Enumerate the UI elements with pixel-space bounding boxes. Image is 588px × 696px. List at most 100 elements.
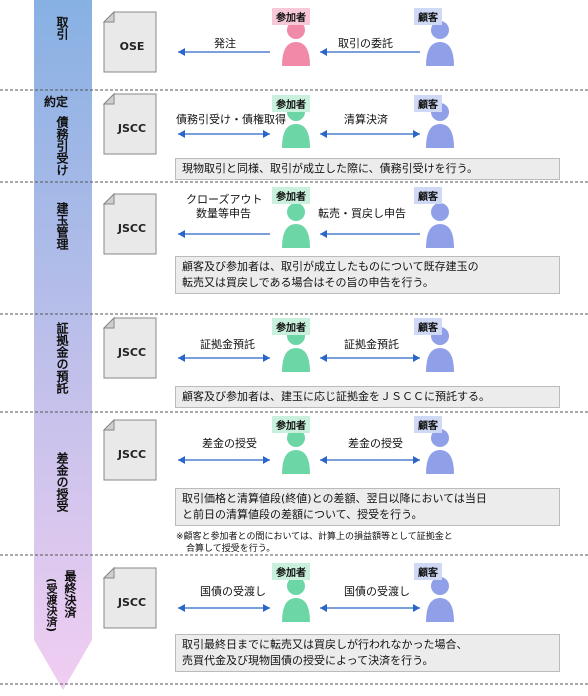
side-label-final: 最終決済 bbox=[63, 570, 77, 618]
customer-icon-head bbox=[431, 429, 449, 447]
note-line: 転売又は買戻しである場合はその旨の申告を行う。 bbox=[182, 276, 434, 289]
flow-arrow-left-head bbox=[178, 604, 185, 612]
side-label-variation: 差金の授受 bbox=[55, 452, 69, 512]
arrow-label: 国債の受渡し bbox=[200, 585, 266, 598]
arrow-label: 債務引受け・債権取得 bbox=[176, 113, 286, 126]
participant-icon-body bbox=[282, 348, 310, 372]
customer-icon-body bbox=[426, 224, 454, 248]
customer-tag: 顧客 bbox=[414, 416, 442, 433]
customer-icon-head bbox=[431, 21, 449, 39]
customer-icon-body bbox=[426, 42, 454, 66]
participant-icon-body bbox=[282, 224, 310, 248]
flow-arrow-left-head bbox=[178, 230, 185, 238]
customer-icon-body bbox=[426, 598, 454, 622]
participant-icon-head bbox=[287, 203, 305, 221]
document-fold bbox=[102, 92, 115, 105]
flow-arrow-left-head bbox=[263, 604, 270, 612]
footnote-line: ※顧客と参加者との間においては、計算上の損益額等として証拠金と bbox=[176, 532, 453, 542]
flow-arrow-left-head bbox=[263, 130, 270, 138]
flow-arrow-left-head bbox=[178, 48, 185, 56]
flow-arrow-left-head bbox=[263, 354, 270, 362]
customer-tag: 顧客 bbox=[414, 187, 442, 204]
arrow-label: 証拠金預託 bbox=[200, 338, 255, 351]
document-fold bbox=[102, 418, 115, 431]
footnote-line: 合算して授受を行う。 bbox=[186, 544, 276, 554]
customer-tag: 顧客 bbox=[414, 563, 442, 580]
note-line: 売買代金及び現物国債の授受によって決済を行う。 bbox=[182, 654, 434, 667]
arrow-label: 国債の受渡し bbox=[344, 585, 410, 598]
customer-icon-body bbox=[426, 124, 454, 148]
participant-icon-body bbox=[282, 598, 310, 622]
arrow-label: 差金の授受 bbox=[348, 437, 403, 450]
arrow-label: 証拠金預託 bbox=[344, 338, 399, 351]
participant-tag: 参加者 bbox=[272, 318, 310, 335]
note-box: 顧客及び参加者は、取引が成立したものについて既存建玉の 転売又は買戻しである場合… bbox=[175, 256, 560, 294]
flow-arrow-left-head bbox=[178, 130, 185, 138]
arrow-label: 清算決済 bbox=[344, 113, 388, 126]
side-label-contract: 約定 bbox=[44, 95, 69, 109]
participant-icon-head bbox=[287, 21, 305, 39]
side-label-trade: 取引 bbox=[55, 16, 69, 40]
customer-icon-head bbox=[431, 203, 449, 221]
customer-tag: 顧客 bbox=[414, 95, 442, 112]
flow-arrow-right-head bbox=[320, 130, 327, 138]
document-label: OSE bbox=[120, 40, 145, 53]
participant-tag: 参加者 bbox=[272, 187, 310, 204]
document-fold bbox=[102, 566, 115, 579]
participant-tag: 参加者 bbox=[272, 563, 310, 580]
note-line: と前日の清算値段の差額について、授受を行う。 bbox=[182, 508, 423, 521]
flow-arrow-right-head bbox=[413, 130, 420, 138]
arrow-label: クローズアウト bbox=[186, 193, 263, 206]
participant-tag: 参加者 bbox=[272, 8, 310, 25]
flow-arrow-shape bbox=[34, 0, 92, 690]
document-fold bbox=[102, 192, 115, 205]
customer-icon-body bbox=[426, 450, 454, 474]
participant-icon-body bbox=[282, 42, 310, 66]
document-label: JSCC bbox=[117, 122, 146, 135]
note-line: 取引最終日までに転売又は買戻しが行われなかった場合、 bbox=[182, 638, 468, 651]
participant-tag: 参加者 bbox=[272, 95, 310, 112]
flow-arrow-right-head bbox=[413, 456, 420, 464]
customer-tag: 顧客 bbox=[414, 8, 442, 25]
customer-icon-body bbox=[426, 348, 454, 372]
participant-icon-head bbox=[287, 577, 305, 595]
flow-arrow-right-head bbox=[320, 48, 327, 56]
document-fold bbox=[102, 10, 115, 23]
note-box: 取引価格と清算値段(終値)との差額、翌日以降においては当日 と前日の清算値段の差… bbox=[175, 488, 560, 526]
note-box: 取引最終日までに転売又は買戻しが行われなかった場合、 売買代金及び現物国債の授受… bbox=[175, 634, 560, 672]
side-label-margin: 証拠金の預託 bbox=[55, 322, 69, 394]
arrow-label: 差金の授受 bbox=[202, 437, 257, 450]
flow-arrow-right-head bbox=[320, 230, 327, 238]
participant-tag: 参加者 bbox=[272, 416, 310, 433]
document-label: JSCC bbox=[117, 222, 146, 235]
arrow-label: 数量等申告 bbox=[196, 207, 251, 220]
note-box: 現物取引と同様、取引が成立した際に、債務引受けを行う。 bbox=[175, 158, 560, 180]
flow-arrow-right-head bbox=[320, 456, 327, 464]
note-box: 顧客及び参加者は、建玉に応じ証拠金をＪＳＣＣに預託する。 bbox=[175, 386, 560, 408]
document-label: JSCC bbox=[117, 596, 146, 609]
participant-icon-body bbox=[282, 450, 310, 474]
document-label: JSCC bbox=[117, 346, 146, 359]
flow-arrow-left-head bbox=[178, 456, 185, 464]
customer-icon-head bbox=[431, 577, 449, 595]
participant-icon-head bbox=[287, 429, 305, 447]
arrow-label: 取引の委託 bbox=[338, 37, 393, 50]
note-line: 顧客及び参加者は、取引が成立したものについて既存建玉の bbox=[182, 260, 479, 273]
flow-arrow-right-head bbox=[320, 354, 327, 362]
side-label-position: 建玉管理 bbox=[55, 202, 69, 250]
flow-arrow-right-head bbox=[413, 354, 420, 362]
document-fold bbox=[102, 316, 115, 329]
participant-icon-body bbox=[282, 124, 310, 148]
flow-arrow-left-head bbox=[178, 354, 185, 362]
side-label-final-sub: (受渡決済) bbox=[45, 578, 58, 633]
document-label: JSCC bbox=[117, 448, 146, 461]
note-line: 取引価格と清算値段(終値)との差額、翌日以降においては当日 bbox=[182, 492, 487, 505]
customer-tag: 顧客 bbox=[414, 318, 442, 335]
flow-arrow-left-head bbox=[263, 456, 270, 464]
side-label-assumption: 債務引受け bbox=[55, 116, 69, 176]
arrow-label: 転売・買戻し申告 bbox=[318, 207, 406, 220]
flow-arrow-right-head bbox=[413, 604, 420, 612]
arrow-label: 発注 bbox=[214, 37, 236, 50]
